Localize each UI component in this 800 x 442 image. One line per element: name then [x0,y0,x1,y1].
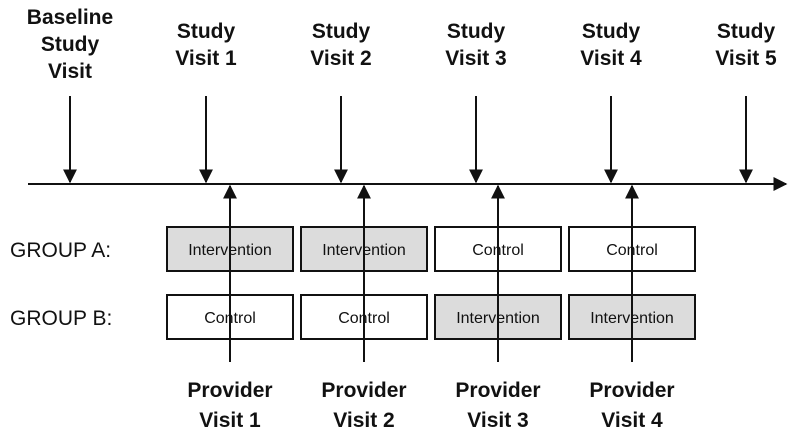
study-visit-label: Study [41,33,100,56]
group-label: GROUP B: [10,307,112,330]
provider-visit-label: Provider [321,379,406,402]
study-visit-label: Study [447,20,506,43]
study-visit-label: Study [177,20,236,43]
provider-visit-label: Visit 4 [601,409,663,432]
study-visit-label: Baseline [27,6,113,29]
study-visit-label: Visit 4 [580,47,642,70]
study-visit-label: Visit 3 [445,47,506,70]
study-visit-label: Study [582,20,641,43]
provider-visit-label: Provider [187,379,272,402]
provider-visit-label: Visit 3 [467,409,528,432]
provider-visit-label: Visit 2 [333,409,394,432]
study-visit-label: Visit 2 [310,47,371,70]
study-visit-label: Study [717,20,776,43]
study-visit-label: Visit 1 [175,47,237,70]
study-visit-label: Study [312,20,371,43]
group-label: GROUP A: [10,239,111,262]
provider-visit-label: Visit 1 [199,409,261,432]
provider-visit-label: Provider [455,379,540,402]
study-visit-label: Visit 5 [715,47,777,70]
study-visit-label: Visit [48,60,92,83]
provider-visit-label: Provider [589,379,674,402]
